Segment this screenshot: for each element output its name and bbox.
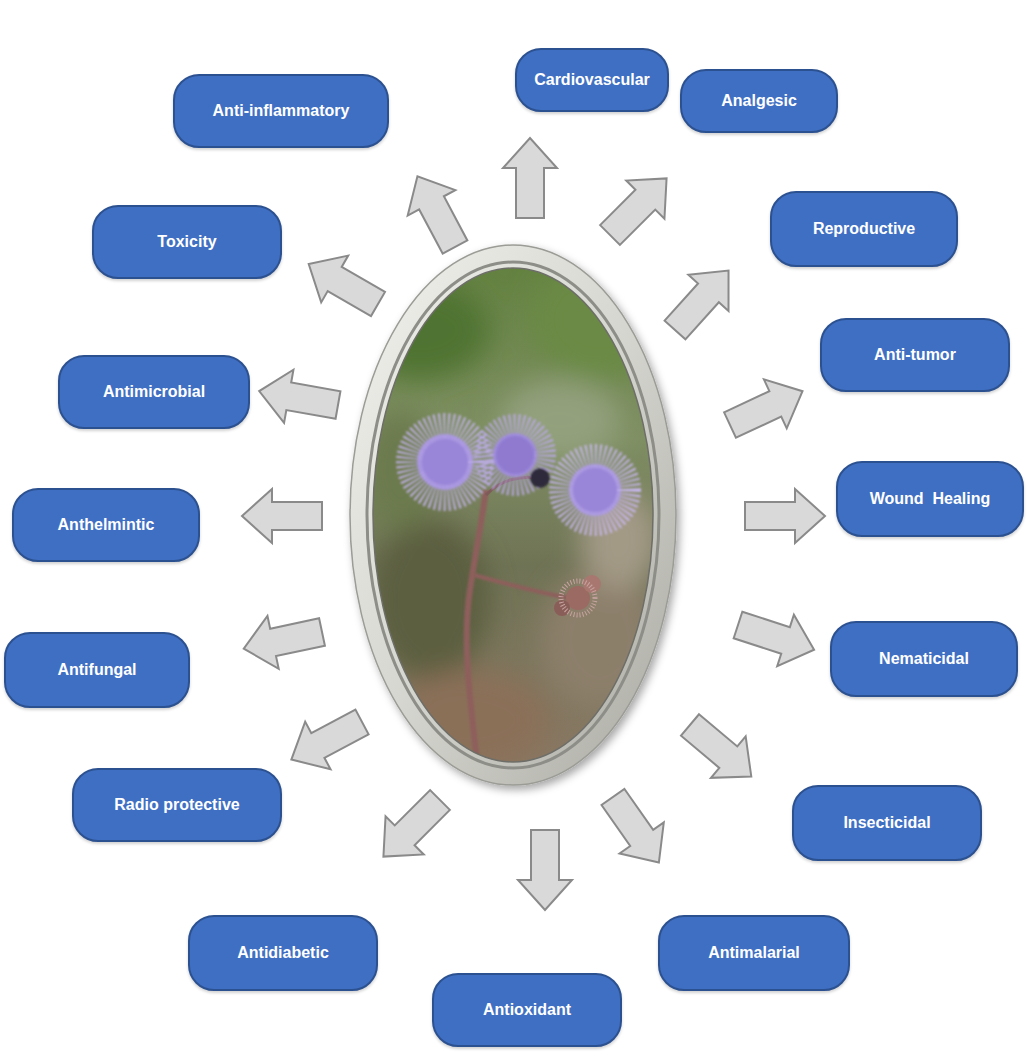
effect-box: Reproductive — [770, 191, 958, 267]
effect-box: Nematicidal — [830, 621, 1018, 697]
photo-edge — [373, 268, 653, 762]
effect-label: Anti-tumor — [874, 346, 956, 364]
effect-box: Cardiovascular — [515, 48, 669, 112]
photo-frame — [350, 245, 676, 785]
effect-box: Antidiabetic — [188, 915, 378, 991]
effect-label: Reproductive — [813, 220, 915, 238]
effect-label: Antimalarial — [708, 944, 800, 962]
effect-box: Antifungal — [4, 632, 190, 708]
effect-label: Wound Healing — [870, 490, 991, 508]
effect-box: Antimalarial — [658, 915, 850, 991]
flower-buds — [554, 575, 601, 616]
effect-label: Radio protective — [114, 796, 239, 814]
effect-box: Anti-inflammatory — [173, 74, 389, 148]
flower-photo — [350, 260, 670, 770]
effect-label: Antifungal — [57, 661, 136, 679]
effect-box: Insecticidal — [792, 785, 982, 861]
effect-label: Cardiovascular — [534, 71, 650, 89]
effect-label: Nematicidal — [879, 650, 969, 668]
effect-label: Toxicity — [157, 233, 216, 251]
effect-label: Antimicrobial — [103, 383, 205, 401]
effect-box: Antimicrobial — [58, 355, 250, 429]
effect-label: Analgesic — [721, 92, 797, 110]
effect-label: Anthelmintic — [58, 516, 155, 534]
effect-box: Wound Healing — [836, 461, 1024, 537]
effect-box: Anthelmintic — [12, 488, 200, 562]
effect-label: Antioxidant — [483, 1001, 571, 1019]
effect-box: Radio protective — [72, 768, 282, 842]
effect-label: Antidiabetic — [237, 944, 329, 962]
effect-label: Anti-inflammatory — [213, 102, 350, 120]
effect-box: Antioxidant — [432, 973, 622, 1047]
effect-box: Anti-tumor — [820, 318, 1010, 392]
arrows — [238, 138, 825, 910]
effect-label: Insecticidal — [843, 814, 930, 832]
effect-box: Toxicity — [92, 205, 282, 279]
effect-box: Analgesic — [680, 69, 838, 133]
